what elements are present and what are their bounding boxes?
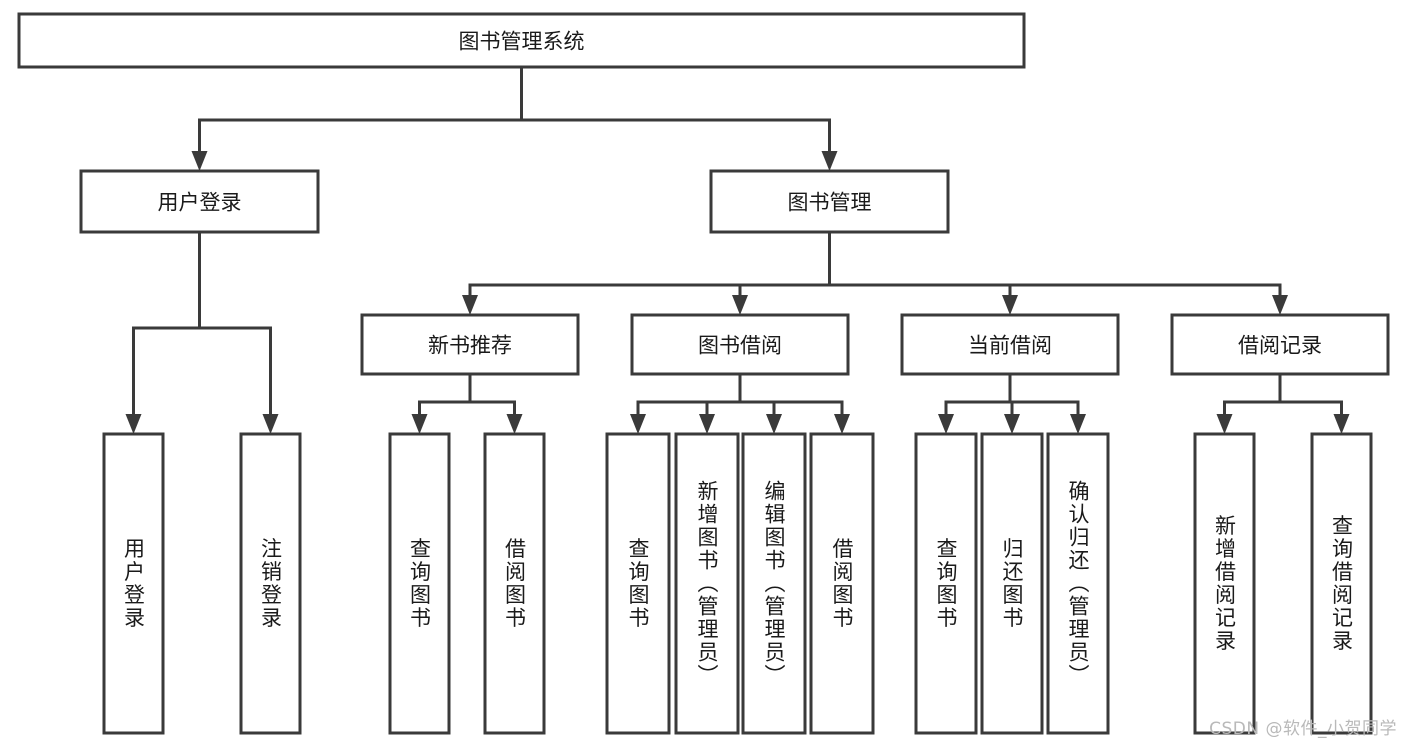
node-box xyxy=(1170,313,1390,376)
node-box xyxy=(674,432,740,735)
edge-group-borrow-record xyxy=(1216,372,1350,434)
arrow-head-icon xyxy=(938,414,954,434)
node-label: 借阅记录 xyxy=(1238,334,1322,358)
node-label: 用户登录 xyxy=(122,538,146,630)
node-box xyxy=(900,313,1120,376)
node-leaf-query-book-2[interactable]: 查询图书 xyxy=(605,432,671,735)
node-leaf-query-book-3[interactable]: 查询图书 xyxy=(914,432,978,735)
node-leaf-edit-book[interactable]: 编辑图书（管理员） xyxy=(741,432,807,735)
node-label: 编辑图书（管理员） xyxy=(762,480,786,687)
node-box xyxy=(741,432,807,735)
node-leaf-return-book[interactable]: 归还图书 xyxy=(980,432,1044,735)
edge-group-new-book-rec xyxy=(411,372,523,434)
node-box xyxy=(1193,432,1256,735)
node-leaf-query-record[interactable]: 查询借阅记录 xyxy=(1310,432,1373,735)
arrow-head-icon xyxy=(1070,414,1086,434)
edge-group-book-manage xyxy=(462,230,1288,315)
node-box xyxy=(388,432,451,735)
edge-group-book-borrow xyxy=(630,372,850,434)
node-leaf-user-login[interactable]: 用户登录 xyxy=(102,432,165,735)
node-user-login[interactable]: 用户登录 xyxy=(79,169,320,234)
arrow-head-icon xyxy=(411,414,428,434)
node-borrow-record[interactable]: 借阅记录 xyxy=(1170,313,1390,376)
node-label: 借阅图书 xyxy=(503,538,527,630)
node-leaf-add-record[interactable]: 新增借阅记录 xyxy=(1193,432,1256,735)
node-label: 归还图书 xyxy=(1000,538,1024,630)
edges-layer xyxy=(125,65,1350,434)
node-label: 查询图书 xyxy=(934,538,958,630)
node-box xyxy=(1046,432,1110,735)
node-box xyxy=(605,432,671,735)
node-box xyxy=(360,313,580,376)
node-leaf-confirm-return[interactable]: 确认归还（管理员） xyxy=(1046,432,1110,735)
arrow-head-icon xyxy=(821,151,838,171)
node-box xyxy=(239,432,302,735)
node-box xyxy=(102,432,165,735)
node-box xyxy=(709,169,950,234)
node-box xyxy=(79,169,320,234)
arrow-head-icon xyxy=(766,414,782,434)
node-label: 图书管理系统 xyxy=(459,30,585,54)
arrow-head-icon xyxy=(630,414,646,434)
node-new-book-rec[interactable]: 新书推荐 xyxy=(360,313,580,376)
node-current-borrow[interactable]: 当前借阅 xyxy=(900,313,1120,376)
node-label: 新增图书（管理员） xyxy=(695,480,719,687)
arrow-head-icon xyxy=(506,414,523,434)
arrow-head-icon xyxy=(732,295,748,315)
node-leaf-borrow-book-1[interactable]: 借阅图书 xyxy=(483,432,546,735)
node-box xyxy=(809,432,875,735)
arrow-head-icon xyxy=(191,151,208,171)
arrow-head-icon xyxy=(462,295,478,315)
node-book-borrow[interactable]: 图书借阅 xyxy=(630,313,850,376)
arrow-head-icon xyxy=(1272,295,1288,315)
node-leaf-query-book-1[interactable]: 查询图书 xyxy=(388,432,451,735)
arrow-head-icon xyxy=(1004,414,1020,434)
node-root[interactable]: 图书管理系统 xyxy=(17,12,1026,69)
node-leaf-add-book[interactable]: 新增图书（管理员） xyxy=(674,432,740,735)
node-box xyxy=(1310,432,1373,735)
node-box xyxy=(914,432,978,735)
arrow-head-icon xyxy=(1002,295,1018,315)
arrow-head-icon xyxy=(125,414,142,434)
node-box xyxy=(980,432,1044,735)
edge-group-root xyxy=(191,65,838,171)
node-leaf-user-logout[interactable]: 注销登录 xyxy=(239,432,302,735)
node-label: 图书管理 xyxy=(788,191,872,215)
node-label: 查询图书 xyxy=(626,538,650,630)
node-label: 新增借阅记录 xyxy=(1213,515,1237,653)
node-label: 查询借阅记录 xyxy=(1330,515,1354,653)
node-label: 注销登录 xyxy=(259,538,283,630)
node-box xyxy=(17,12,1026,69)
node-box xyxy=(483,432,546,735)
node-label: 查询图书 xyxy=(408,538,432,630)
node-leaf-borrow-book-2[interactable]: 借阅图书 xyxy=(809,432,875,735)
node-book-manage[interactable]: 图书管理 xyxy=(709,169,950,234)
node-label: 用户登录 xyxy=(158,191,242,215)
nodes-layer: 图书管理系统用户登录图书管理新书推荐图书借阅当前借阅借阅记录用户登录注销登录查询… xyxy=(17,12,1390,735)
arrow-head-icon xyxy=(834,414,850,434)
arrow-head-icon xyxy=(1333,414,1350,434)
node-label: 借阅图书 xyxy=(830,538,854,630)
node-box xyxy=(630,313,850,376)
node-label: 确认归还（管理员） xyxy=(1066,480,1090,687)
edge-group-current-borrow xyxy=(938,372,1086,434)
node-label: 当前借阅 xyxy=(968,334,1052,358)
node-label: 图书借阅 xyxy=(698,334,782,358)
edge-group-user-login xyxy=(125,230,279,434)
arrow-head-icon xyxy=(1216,414,1233,434)
arrow-head-icon xyxy=(262,414,279,434)
node-label: 新书推荐 xyxy=(428,334,512,358)
arrow-head-icon xyxy=(699,414,715,434)
